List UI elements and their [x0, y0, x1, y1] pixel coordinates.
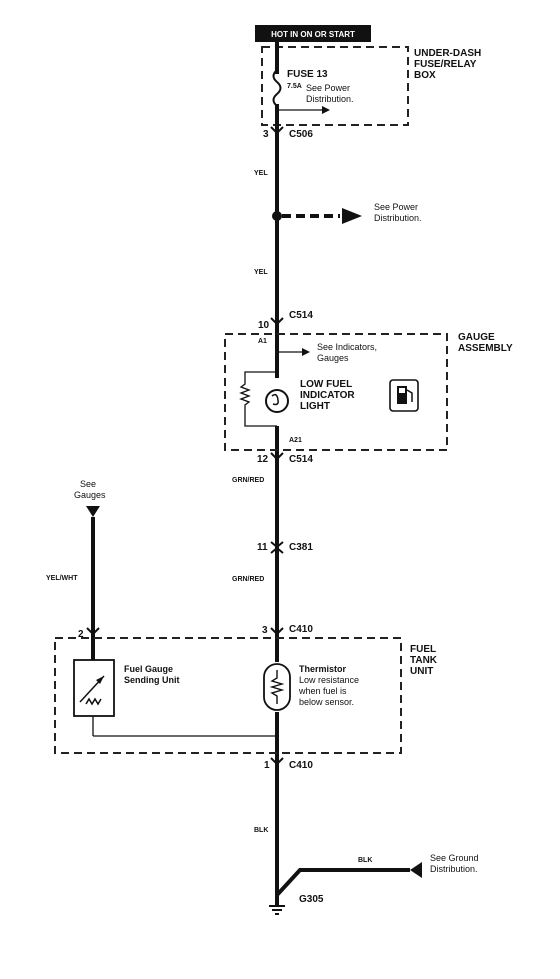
- wire-yel-2: YEL: [254, 269, 268, 276]
- power-ref-1: See Power: [374, 202, 418, 212]
- c514-bot-connector: [270, 452, 284, 461]
- pin-a21: A21: [289, 437, 302, 444]
- low-fuel-light-2: INDICATOR: [300, 390, 355, 401]
- c506-pin: 3: [263, 129, 269, 140]
- low-fuel-bulb: [265, 389, 289, 413]
- wire-grn-red-1: GRN/RED: [232, 477, 264, 484]
- thermistor-label-4: below sensor.: [299, 697, 354, 707]
- sender-label-2: Sending Unit: [124, 675, 180, 685]
- fuse-rating: 7.5A: [287, 83, 302, 90]
- thermistor-label-1: Thermistor: [299, 664, 347, 674]
- indicators-ref-2: Gauges: [317, 353, 349, 363]
- fuse-box-title-1: UNDER-DASH: [414, 48, 481, 59]
- fuel-tank-title-1: FUEL: [410, 644, 436, 655]
- c514-top-pin: 10: [258, 320, 270, 331]
- fuse-name: FUSE 13: [287, 69, 328, 80]
- fuse-ref-2: Distribution.: [306, 94, 354, 104]
- indicators-ref-arrow: [302, 348, 310, 356]
- fuse-symbol: [272, 69, 282, 107]
- c514-bot-pin: 12: [257, 454, 269, 465]
- wire-blk-1: BLK: [254, 827, 268, 834]
- c410-pin2-connector: [86, 627, 100, 636]
- c514-top-label: C514: [289, 310, 313, 321]
- wire-yel-wht: YEL/WHT: [46, 575, 78, 582]
- c410-bot-pin: 1: [264, 760, 270, 771]
- c410-top-label: C410: [289, 624, 313, 635]
- c514-top-connector: [270, 317, 284, 326]
- see-gauges-1: See: [80, 479, 96, 489]
- hot-in-on-start-label: HOT IN ON OR START: [271, 30, 355, 39]
- c506-connector: [270, 126, 284, 135]
- fuel-pump-icon: [389, 379, 419, 412]
- c410-pin3-connector: [270, 627, 284, 636]
- gauge-assembly-title-2: ASSEMBLY: [458, 343, 513, 354]
- ground-ref-1: See Ground: [430, 853, 479, 863]
- fuel-tank-unit-box: [54, 637, 402, 754]
- fuel-tank-title-2: TANK: [410, 655, 438, 666]
- ground-name: G305: [299, 894, 324, 905]
- fuse-ref-1: See Power: [306, 83, 350, 93]
- see-gauges-arrow: [86, 506, 100, 517]
- fuse-ref-arrow: [322, 106, 330, 114]
- thermistor-label-3: when fuel is: [298, 686, 347, 696]
- c410-bot-label: C410: [289, 760, 313, 771]
- fuel-tank-title-3: UNIT: [410, 666, 433, 677]
- c381-label: C381: [289, 542, 313, 553]
- ground-symbol: [269, 905, 285, 915]
- gauge-assembly-title-1: GAUGE: [458, 332, 495, 343]
- fuel-gauge-sending-unit: [73, 659, 115, 717]
- c410-bot-connector: [270, 757, 284, 766]
- wire-yel-1: YEL: [254, 170, 268, 177]
- ground-ref-arrow: [410, 862, 422, 878]
- pin-a1: A1: [258, 338, 267, 345]
- c410-pin2: 2: [78, 629, 84, 640]
- wire-grn-red-2: GRN/RED: [232, 576, 264, 583]
- thermistor-label-2: Low resistance: [299, 675, 359, 685]
- c514-bot-label: C514: [289, 454, 313, 465]
- c381-connector-bot: [270, 546, 284, 554]
- ground-branch-wire: [275, 868, 410, 897]
- ground-ref-2: Distribution.: [430, 864, 478, 874]
- c410-pin3: 3: [262, 625, 268, 636]
- fuse-relay-box: [261, 46, 409, 126]
- indicators-ref-1: See Indicators,: [317, 342, 377, 352]
- low-fuel-light-3: LIGHT: [300, 401, 330, 412]
- c381-pin: 11: [257, 542, 268, 553]
- fuse-box-title-3: BOX: [414, 70, 436, 81]
- wire-blk-2: BLK: [358, 857, 372, 864]
- low-fuel-light-1: LOW FUEL: [300, 379, 352, 390]
- fuse-box-title-2: FUSE/RELAY: [414, 59, 477, 70]
- thermistor: [263, 663, 291, 711]
- hot-in-on-start-tag: [255, 25, 371, 42]
- power-ref-2: Distribution.: [374, 213, 422, 223]
- sender-label-1: Fuel Gauge: [124, 664, 173, 674]
- gauge-assembly-box: [224, 333, 448, 451]
- splice-point: [272, 211, 282, 221]
- power-ref-arrow: [342, 208, 362, 224]
- see-gauges-2: Gauges: [74, 490, 106, 500]
- c506-label: C506: [289, 129, 313, 140]
